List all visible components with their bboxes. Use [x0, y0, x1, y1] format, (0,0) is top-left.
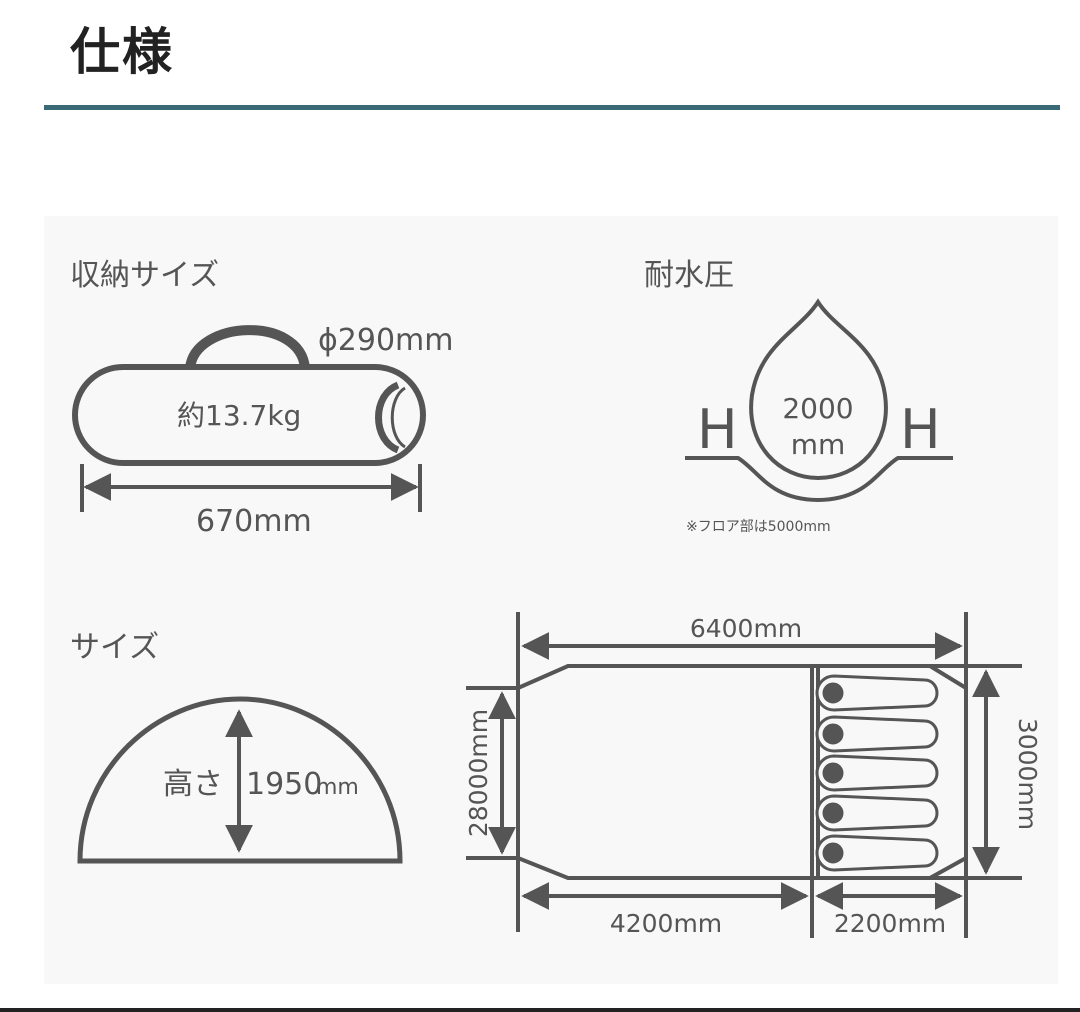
- main-length-label: 4200mm: [610, 909, 722, 938]
- sleeping-bags-icon: [815, 674, 939, 872]
- storage-heading: 収納サイズ: [70, 258, 219, 293]
- water-letter-right: H: [900, 398, 941, 461]
- height-unit: mm: [316, 775, 359, 800]
- water-letter-left: H: [697, 398, 738, 461]
- left-width-label: 28000mm: [464, 709, 493, 837]
- water-floor-note: ※フロア部は5000mm: [686, 519, 831, 535]
- water-pressure-value: 2000: [782, 392, 853, 425]
- storage-weight: 約13.7kg: [177, 399, 301, 432]
- storage-length: 670mm: [196, 504, 312, 539]
- title-divider: [44, 105, 1060, 110]
- size-heading: サイズ: [70, 630, 159, 665]
- right-width-label: 3000mm: [1013, 718, 1042, 830]
- floor-plan-outline: [466, 612, 1022, 938]
- storage-diameter: ϕ290mm: [318, 323, 454, 358]
- storage-bag-icon: [72, 325, 426, 466]
- bottom-divider: [0, 1008, 1080, 1012]
- storage-length-dimension: [80, 464, 422, 512]
- total-length-label: 6400mm: [690, 614, 802, 643]
- water-drop-icon: [685, 298, 953, 503]
- height-label: 高さ: [163, 767, 223, 802]
- inner-length-label: 2200mm: [834, 909, 946, 938]
- height-value: 1950: [246, 767, 322, 802]
- water-pressure-unit: mm: [791, 428, 846, 461]
- water-heading: 耐水圧: [644, 258, 734, 293]
- page-title: 仕様: [70, 23, 174, 81]
